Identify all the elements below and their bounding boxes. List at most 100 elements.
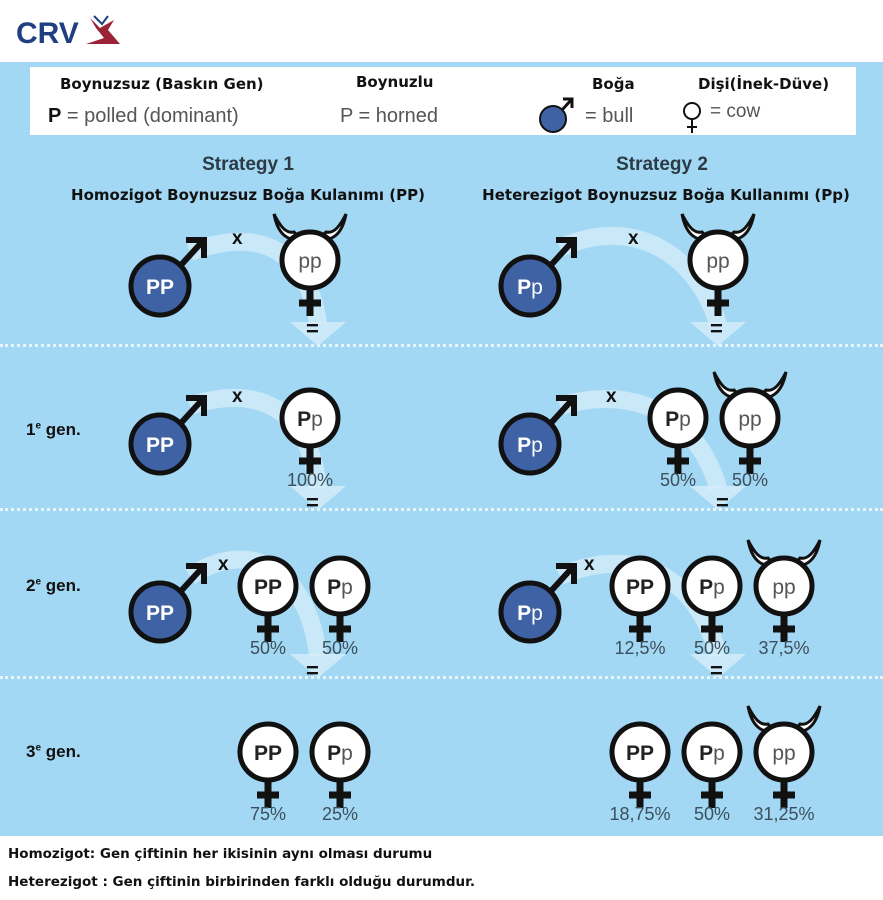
- strategy-2-subtitle: Heterezigot Boynuzsuz Boğa Kullanımı (Pp…: [482, 186, 850, 204]
- gen-sup: e: [35, 742, 42, 754]
- cross-symbol: x: [218, 554, 229, 575]
- bull-symbol: Pp: [498, 563, 577, 644]
- legend-cow-text: = cow: [710, 101, 761, 122]
- horned-cow-symbol: pp: [712, 371, 788, 474]
- bull-symbol: PP: [128, 395, 207, 476]
- horned-cow-symbol: pp: [746, 539, 822, 642]
- equals-symbol: =: [306, 490, 319, 515]
- cross-symbol: x: [232, 386, 243, 407]
- horned-cow-symbol: pp: [746, 705, 822, 808]
- bull-genotype: PP: [146, 434, 174, 457]
- cow-genotype: pp: [772, 742, 795, 765]
- legend: Boynuzsuz (Baskın Gen) P = polled (domin…: [30, 67, 856, 135]
- cow-genotype: PP: [626, 742, 654, 765]
- logo-horns: [93, 15, 109, 26]
- offspring-percent: 37,5%: [758, 638, 810, 658]
- gen-label-1: 1e gen.: [26, 420, 81, 440]
- bull-symbol: Pp: [498, 237, 577, 318]
- offspring-percent: 50%: [731, 470, 769, 490]
- polled-cow-symbol: Pp: [279, 387, 341, 474]
- polled-cow-symbol: Pp: [309, 555, 371, 642]
- cow-genotype: Pp: [699, 742, 725, 765]
- divider-gen3: [0, 676, 883, 679]
- footer-homozygous-note: Homozigot: Gen çiftinin her ikisinin ayn…: [8, 846, 433, 862]
- polled-cow-symbol: PP: [237, 555, 299, 642]
- offspring-percent: 50%: [693, 638, 731, 658]
- offspring-percent: 50%: [249, 638, 287, 658]
- bull-symbol: PP: [128, 563, 207, 644]
- equals-symbol: =: [710, 658, 723, 683]
- cow-genotype: Pp: [699, 576, 725, 599]
- offspring-percent: 50%: [693, 804, 731, 824]
- strategy-1-subtitle: Homozigot Boynuzsuz Boğa Kulanımı (PP): [71, 186, 425, 204]
- gen-sup: e: [35, 576, 42, 588]
- strategy-2-title: Strategy 2: [616, 154, 708, 175]
- legend-horned-text: P = horned: [340, 105, 439, 127]
- legend-polled: P = polled (dominant): [48, 105, 239, 128]
- legend-horned-heading: Boynuzlu: [356, 73, 434, 91]
- legend-polled-text: = polled (dominant): [61, 105, 239, 127]
- polled-cow-symbol: Pp: [647, 387, 709, 474]
- offspring-percent: 75%: [249, 804, 287, 824]
- strategy-1-title: Strategy 1: [202, 154, 294, 175]
- legend-bull-text: = bull: [585, 105, 634, 127]
- arrowhead: [290, 654, 346, 678]
- polled-cow-symbol: Pp: [681, 721, 743, 808]
- arrowhead: [690, 486, 746, 510]
- gen-num: 2: [26, 576, 36, 595]
- bull-genotype: PP: [146, 602, 174, 625]
- legend-bull-heading: Boğa: [592, 75, 635, 93]
- crv-logo: CRV: [16, 15, 120, 50]
- cow-genotype: Pp: [665, 408, 691, 431]
- legend-polled-symbol: P: [48, 105, 62, 127]
- arrowhead: [690, 322, 746, 346]
- cross-symbol: x: [584, 554, 595, 575]
- bull-symbol: PP: [128, 237, 207, 318]
- equals-symbol: =: [716, 490, 729, 515]
- cow-genotype: pp: [298, 250, 321, 273]
- divider-gen2: [0, 508, 883, 511]
- gen-label-2: 2e gen.: [26, 576, 81, 596]
- gen-text: gen.: [41, 420, 81, 439]
- divider-gen1: [0, 344, 883, 347]
- diagram-panel: Boynuzsuz (Baskın Gen) P = polled (domin…: [0, 62, 883, 836]
- polled-cow-symbol: Pp: [309, 721, 371, 808]
- offspring-percent: 31,25%: [753, 804, 815, 824]
- legend-polled-heading: Boynuzsuz (Baskın Gen): [60, 75, 264, 93]
- offspring-percent: 12,5%: [614, 638, 666, 658]
- bull-genotype: Pp: [517, 602, 543, 625]
- cross-symbol: x: [628, 228, 639, 249]
- gen-num: 1: [26, 420, 36, 439]
- gen-num: 3: [26, 742, 36, 761]
- cow-genotype: PP: [254, 742, 282, 765]
- arrowhead: [290, 486, 346, 510]
- arrowhead: [690, 654, 746, 678]
- cow-genotype: Pp: [297, 408, 323, 431]
- offspring-percent: 50%: [659, 470, 697, 490]
- cow-genotype: pp: [706, 250, 729, 273]
- offspring-percent: 50%: [321, 638, 359, 658]
- bull-symbol: Pp: [498, 395, 577, 476]
- footer-heterozygous-note: Heterezigot : Gen çiftinin birbirinden f…: [8, 874, 475, 890]
- cross-symbol: x: [606, 386, 617, 407]
- cross-symbol: x: [232, 228, 243, 249]
- gen-text: gen.: [41, 742, 81, 761]
- male-symbol-icon: [539, 97, 574, 133]
- offspring-percent: 100%: [286, 470, 334, 490]
- gen-label-3: 3e gen.: [26, 742, 81, 762]
- bull-genotype: Pp: [517, 434, 543, 457]
- cow-genotype: PP: [254, 576, 282, 599]
- legend-cow-heading: Dişi(İnek-Düve): [698, 75, 830, 93]
- cow-genotype: pp: [772, 576, 795, 599]
- bull-genotype: Pp: [517, 276, 543, 299]
- logo-mark: [86, 18, 120, 44]
- cow-genotype: PP: [626, 576, 654, 599]
- gen-sup: e: [35, 420, 42, 432]
- bull-genotype: PP: [146, 276, 174, 299]
- arrowhead: [290, 322, 346, 346]
- offspring-percent: 25%: [321, 804, 359, 824]
- cow-genotype: Pp: [327, 742, 353, 765]
- polled-cow-symbol: Pp: [681, 555, 743, 642]
- equals-symbol: =: [306, 316, 319, 341]
- cow-genotype: Pp: [327, 576, 353, 599]
